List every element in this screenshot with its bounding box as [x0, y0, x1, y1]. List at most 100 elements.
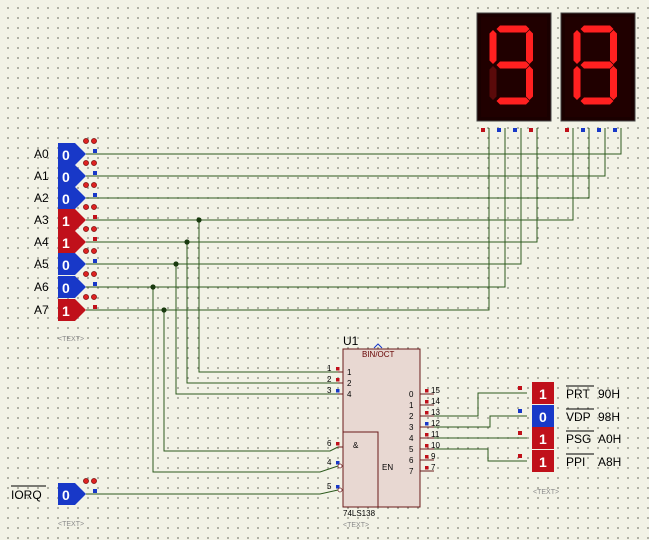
- pin-weight: 4: [347, 390, 352, 399]
- pin-number: 6: [327, 439, 332, 448]
- logic-state-body[interactable]: [58, 165, 86, 187]
- probe-dot-icon: [91, 226, 97, 232]
- segment-b: [610, 30, 617, 64]
- pin-state-icon: [93, 215, 97, 219]
- probe-dot-icon: [83, 478, 89, 484]
- wire-y3-vdp[interactable]: [434, 415, 527, 428]
- wire-a4-to-sel2[interactable]: [186, 242, 338, 384]
- wire-a7-to-en6[interactable]: [163, 310, 339, 452]
- logic-state-body[interactable]: [58, 299, 86, 321]
- wire-junctions: [150, 217, 202, 313]
- input-label: A1: [34, 169, 49, 183]
- logic-state-value: 0: [62, 169, 70, 185]
- logic-state-body[interactable]: [58, 231, 86, 253]
- pin-number: 4: [327, 458, 332, 467]
- probe-dot-icon: [91, 182, 97, 188]
- logic-state-value: 0: [62, 280, 70, 296]
- display-pins: [481, 128, 533, 132]
- pin-state-icon: [425, 433, 429, 437]
- probe-vdp[interactable]: 0 VDP 98H: [518, 405, 620, 427]
- display-pin-state-icon: [581, 128, 585, 132]
- pin-state-icon: [93, 282, 97, 286]
- seven-segment-display-1[interactable]: [476, 12, 552, 132]
- logic-state-body[interactable]: [58, 187, 86, 209]
- probe-signal-name: VDP: [566, 410, 591, 424]
- wire-a2[interactable]: [86, 128, 590, 199]
- display-pin-state-icon: [597, 128, 601, 132]
- display-pins: [565, 128, 617, 132]
- display-pin-state-icon: [497, 128, 501, 132]
- logic-state-body[interactable]: [58, 253, 86, 275]
- output-index: 6: [409, 456, 414, 465]
- pin-state-icon: [93, 193, 97, 197]
- iorq-label: IORQ: [11, 488, 42, 502]
- inputs-text-tag: <TEXT>: [58, 336, 84, 343]
- wire-a0[interactable]: [86, 128, 622, 155]
- pin-number: 1: [327, 364, 332, 373]
- junction-dot: [150, 284, 156, 290]
- junction-dot: [184, 239, 190, 245]
- wire-a4[interactable]: [86, 128, 538, 243]
- logic-state-body[interactable]: [58, 209, 86, 231]
- segment-g: [496, 61, 530, 69]
- pin-number: 7: [431, 463, 436, 472]
- wire-a1[interactable]: [86, 128, 606, 177]
- wire-a7[interactable]: [86, 128, 490, 311]
- segment-e: [573, 66, 581, 100]
- wire-iorq[interactable]: [86, 489, 339, 495]
- probe-address: 98H: [598, 410, 620, 424]
- pin-number: 11: [431, 430, 440, 439]
- pin-state-icon: [518, 409, 522, 413]
- iorq-input[interactable]: IORQ 0 <TEXT>: [11, 478, 97, 528]
- segment-d: [496, 97, 530, 105]
- pin-state-icon: [425, 400, 429, 404]
- probe-value: 0: [539, 409, 547, 425]
- logic-state-value: 0: [62, 487, 70, 503]
- pin-state-icon: [518, 454, 522, 458]
- probe-dot-icon: [91, 248, 97, 254]
- logic-state-body[interactable]: [58, 276, 86, 298]
- logic-state-body[interactable]: [58, 143, 86, 165]
- probe-signal-name: PRT: [566, 387, 590, 401]
- seven-segment-display-2[interactable]: [560, 12, 636, 132]
- pin-state-icon: [425, 466, 429, 470]
- decoder-function: BIN/OCT: [362, 350, 395, 359]
- wire-y5-ppi[interactable]: [434, 448, 527, 462]
- input-a1[interactable]: A1 0: [34, 160, 97, 187]
- wire-a5[interactable]: [86, 128, 522, 265]
- segment-a: [496, 25, 530, 33]
- wire-a6-to-en4[interactable]: [152, 287, 339, 473]
- segment-g: [580, 61, 614, 69]
- segment-c: [526, 66, 533, 100]
- logic-state-toggle[interactable]: 0: [58, 478, 97, 505]
- pin-state-icon: [425, 411, 429, 415]
- wire-y2-prt[interactable]: [434, 392, 527, 417]
- segment-f: [573, 30, 581, 64]
- segment-b: [526, 30, 533, 64]
- wire-a3-to-sel1[interactable]: [198, 220, 338, 373]
- logic-state-value: 0: [62, 257, 70, 273]
- wire-a5-to-sel4[interactable]: [175, 264, 338, 395]
- segment-a: [580, 25, 614, 33]
- decoder-text-tag: <TEXT>: [343, 522, 369, 529]
- pin-state-icon: [93, 237, 97, 241]
- probe-dot-icon: [83, 294, 89, 300]
- wire-a6[interactable]: [86, 128, 506, 288]
- probe-dot-icon: [91, 271, 97, 277]
- probe-address: 90H: [598, 387, 620, 401]
- logic-state-body[interactable]: [58, 483, 86, 505]
- wire-a3[interactable]: [86, 128, 574, 221]
- pin-state-icon: [425, 422, 429, 426]
- probe-body: [532, 382, 554, 404]
